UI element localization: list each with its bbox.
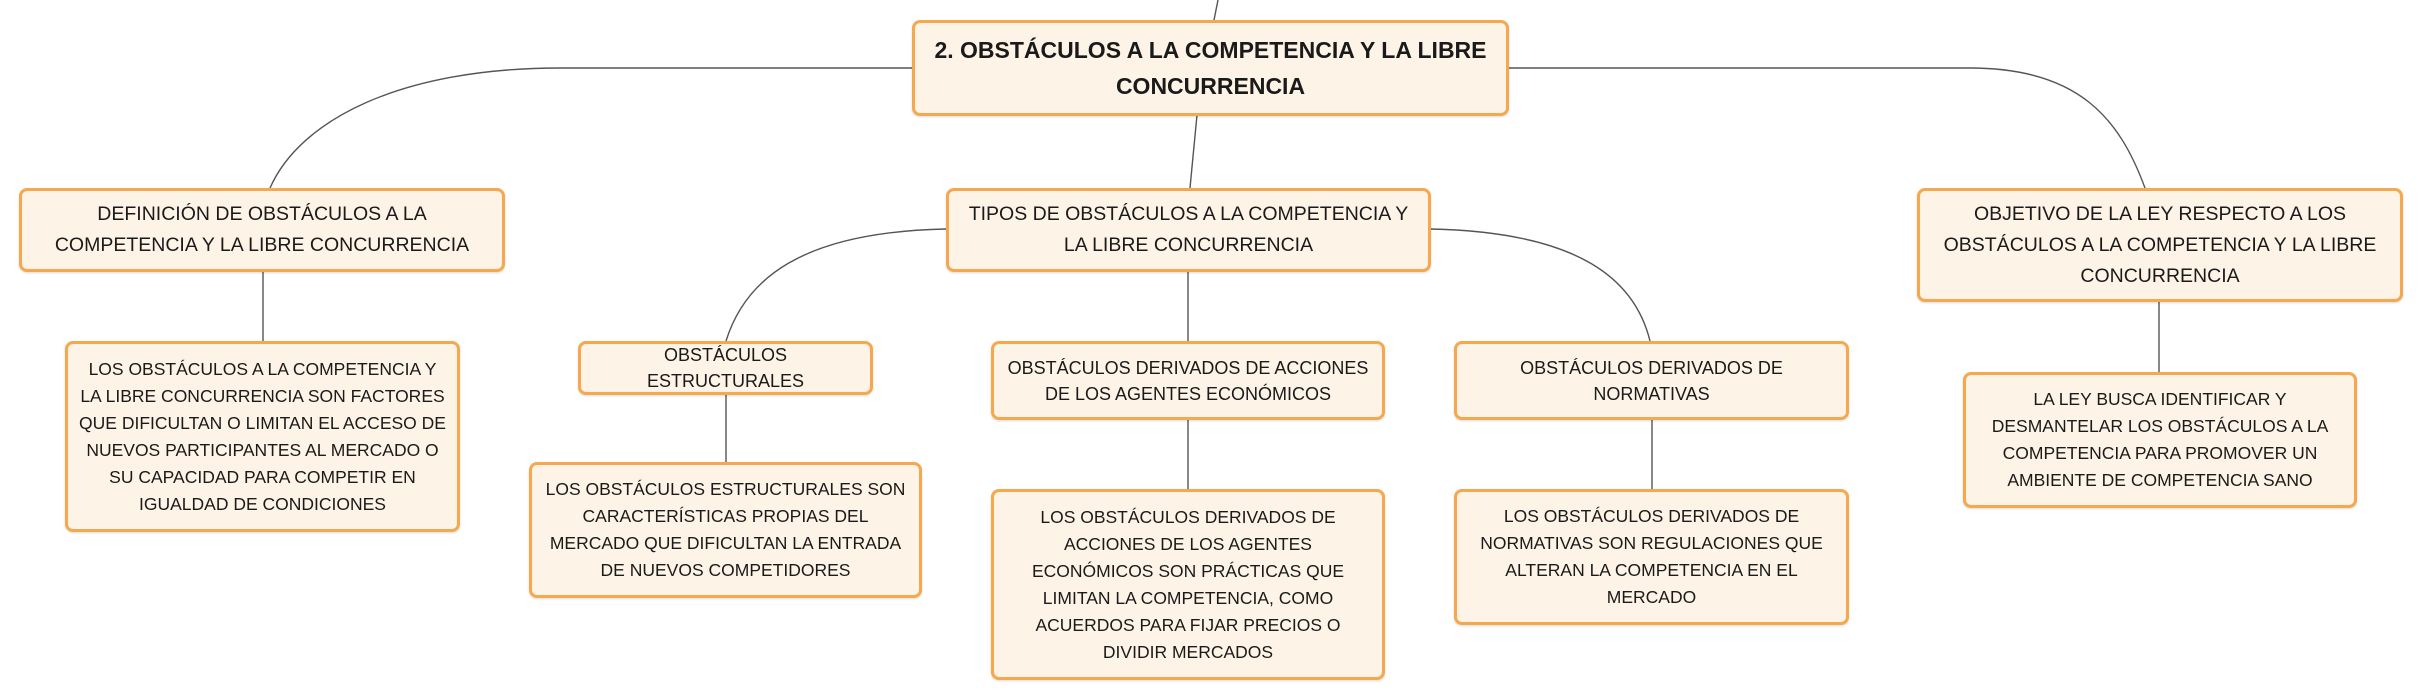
connector-tipos-estructurales bbox=[725, 228, 947, 342]
root-topic-label: 2. OBSTÁCULOS A LA COMPETENCIA Y LA LIBR… bbox=[934, 37, 1487, 99]
detail-acciones-text: LOS OBSTÁCULOS DERIVADOS DE ACCIONES DE … bbox=[1031, 506, 1345, 662]
detail-estructurales-text: LOS OBSTÁCULOS ESTRUCTURALES SON CARACTE… bbox=[545, 479, 906, 580]
subtopic-normativas[interactable]: OBSTÁCULOS DERIVADOS DE NORMATIVAS bbox=[1454, 341, 1849, 420]
topic-definicion[interactable]: DEFINICIÓN DE OBSTÁCULOS A LA COMPETENCI… bbox=[19, 188, 505, 272]
detail-objetivo[interactable]: LA LEY BUSCA IDENTIFICAR Y DESMANTELAR L… bbox=[1963, 372, 2357, 508]
detail-definicion-text: LOS OBSTÁCULOS A LA COMPETENCIA Y LA LIB… bbox=[79, 358, 446, 514]
topic-objetivo-label: OBJETIVO DE LA LEY RESPECTO A LOS OBSTÁC… bbox=[1943, 202, 2377, 287]
topic-definicion-label: DEFINICIÓN DE OBSTÁCULOS A LA COMPETENCI… bbox=[54, 203, 470, 256]
detail-acciones[interactable]: LOS OBSTÁCULOS DERIVADOS DE ACCIONES DE … bbox=[991, 489, 1385, 680]
connector-root-tipos bbox=[1189, 114, 1198, 189]
subtopic-acciones-label: OBSTÁCULOS DERIVADOS DE ACCIONES DE LOS … bbox=[1007, 357, 1369, 404]
connector-root-parent bbox=[1213, 0, 1219, 21]
connector-root-definicion bbox=[269, 67, 912, 189]
subtopic-estructurales[interactable]: OBSTÁCULOS ESTRUCTURALES bbox=[578, 341, 873, 395]
topic-tipos[interactable]: TIPOS DE OBSTÁCULOS A LA COMPETENCIA Y L… bbox=[946, 188, 1431, 272]
detail-normativas[interactable]: LOS OBSTÁCULOS DERIVADOS DE NORMATIVAS S… bbox=[1454, 489, 1849, 625]
topic-tipos-label: TIPOS DE OBSTÁCULOS A LA COMPETENCIA Y L… bbox=[968, 203, 1409, 256]
subtopic-acciones[interactable]: OBSTÁCULOS DERIVADOS DE ACCIONES DE LOS … bbox=[991, 341, 1385, 420]
connector-root-objetivo bbox=[1509, 67, 2146, 189]
detail-objetivo-text: LA LEY BUSCA IDENTIFICAR Y DESMANTELAR L… bbox=[1991, 389, 2329, 490]
detail-normativas-text: LOS OBSTÁCULOS DERIVADOS DE NORMATIVAS S… bbox=[1480, 506, 1823, 607]
topic-objetivo[interactable]: OBJETIVO DE LA LEY RESPECTO A LOS OBSTÁC… bbox=[1917, 188, 2403, 302]
subtopic-normativas-label: OBSTÁCULOS DERIVADOS DE NORMATIVAS bbox=[1520, 357, 1783, 404]
connector-tipos-normativas bbox=[1429, 228, 1651, 342]
root-topic[interactable]: 2. OBSTÁCULOS A LA COMPETENCIA Y LA LIBR… bbox=[912, 20, 1509, 116]
subtopic-estructurales-label: OBSTÁCULOS ESTRUCTURALES bbox=[646, 345, 805, 391]
detail-definicion[interactable]: LOS OBSTÁCULOS A LA COMPETENCIA Y LA LIB… bbox=[65, 341, 460, 532]
detail-estructurales[interactable]: LOS OBSTÁCULOS ESTRUCTURALES SON CARACTE… bbox=[529, 462, 922, 598]
